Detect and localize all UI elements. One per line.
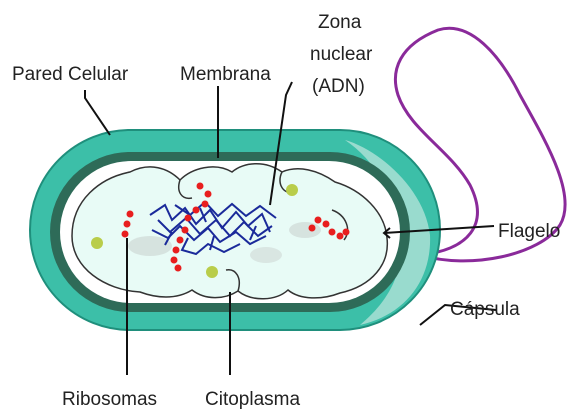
- ribosome: [173, 247, 180, 254]
- label-flagelo: Flagelo: [498, 221, 560, 242]
- granule: [91, 237, 103, 249]
- granule: [286, 184, 298, 196]
- label-citoplasma: Citoplasma: [205, 389, 300, 410]
- label-capsula: Cápsula: [450, 299, 520, 320]
- ribosome: [343, 229, 350, 236]
- ribosome: [205, 191, 212, 198]
- ribosome: [124, 221, 131, 228]
- cytoplasm-shading: [128, 236, 172, 256]
- label-zona-nuclear-line3: (ADN): [312, 76, 365, 97]
- ribosome: [315, 217, 322, 224]
- ribosome: [193, 207, 200, 214]
- ribosome: [337, 233, 344, 240]
- ribosome: [185, 215, 192, 222]
- ribosome: [309, 225, 316, 232]
- leader-pared-celular: [85, 90, 110, 135]
- label-pared-celular: Pared Celular: [12, 64, 129, 85]
- ribosome: [175, 265, 182, 272]
- ribosome: [171, 257, 178, 264]
- ribosome: [177, 237, 184, 244]
- label-ribosomas: Ribosomas: [62, 389, 157, 410]
- label-zona-nuclear-line1: Zona: [318, 12, 362, 33]
- label-membrana: Membrana: [180, 64, 271, 85]
- ribosome: [323, 221, 330, 228]
- ribosome: [202, 201, 209, 208]
- cytoplasm-shading: [250, 247, 282, 263]
- ribosome: [122, 231, 129, 238]
- label-zona-nuclear-line2: nuclear: [310, 44, 373, 65]
- ribosome: [127, 211, 134, 218]
- cytoplasm: [72, 164, 387, 299]
- ribosome: [329, 229, 336, 236]
- cytoplasm-shading: [289, 222, 321, 238]
- ribosome: [182, 227, 189, 234]
- ribosome: [197, 183, 204, 190]
- granule: [206, 266, 218, 278]
